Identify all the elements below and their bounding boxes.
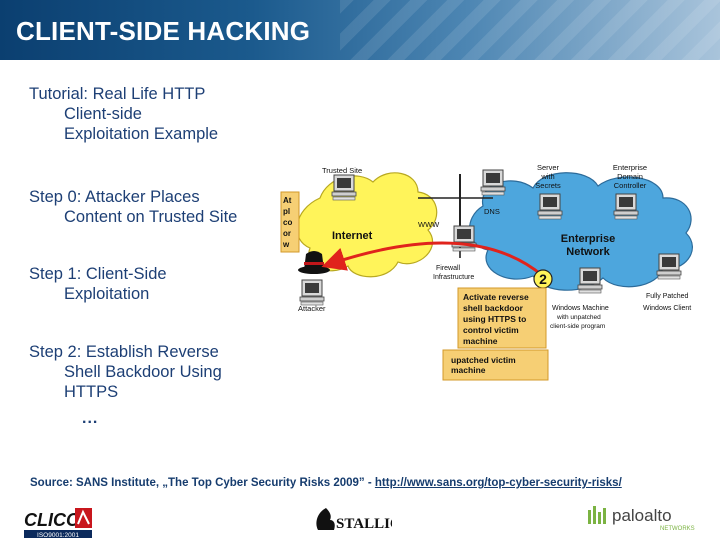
activate-line-1: Activate reverse — [463, 292, 529, 302]
internet-label: Internet — [332, 230, 373, 242]
stallion-logo: STALLION — [312, 502, 413, 536]
step-1-line-1: Step 1: Client-Side — [29, 265, 167, 283]
victim-callout — [442, 349, 549, 381]
victim-callout-line-1: upatched victim — [451, 355, 516, 365]
step-1-line-2: Exploitation — [64, 285, 150, 303]
source-link[interactable]: http://www.sans.org/top-cyber-security-r… — [374, 477, 622, 489]
step-0-text: Step 0: Attacker Places Content on Trust… — [29, 187, 237, 227]
svg-text:paloalto: paloalto — [612, 506, 672, 525]
trusted-site-computer — [331, 174, 357, 201]
dns-computer — [480, 169, 506, 196]
patched-label-2: Windows Client — [643, 305, 691, 312]
activate-line-2: shell backdoor — [463, 303, 524, 313]
dc-label-3: Controller — [614, 181, 647, 190]
attacker-computer — [299, 279, 325, 306]
paloalto-logo: paloalto NETWORKS — [586, 500, 696, 532]
activate-line-4: control victim — [463, 325, 519, 335]
www-label: WWW — [418, 220, 440, 229]
svg-text:NETWORKS: NETWORKS — [660, 526, 695, 532]
firewall-label-1: Firewall — [436, 265, 461, 272]
svg-text:ISO9001:2001: ISO9001:2001 — [37, 532, 79, 539]
attack-arrow — [321, 241, 544, 278]
step-2-line-3: HTTPS — [64, 383, 119, 401]
step-0-line-1: Step 0: Attacker Places — [29, 188, 200, 206]
truncated-line-5: w — [282, 240, 290, 249]
activate-line-5: machine — [463, 336, 498, 346]
windows-machine-label-1: Windows Machine — [552, 305, 609, 312]
svg-text:CLICO: CLICO — [24, 510, 80, 530]
trusted-site-label: Trusted Site — [322, 166, 362, 175]
domain-controller-computer — [613, 193, 639, 220]
title-bar: CLIENT-SIDE HACKING — [0, 0, 720, 60]
victim-callout-line-2: machine — [451, 365, 486, 375]
server-label-1: Server — [537, 163, 560, 172]
step-1-text: Step 1: Client-Side Exploitation — [29, 264, 167, 304]
truncated-callout — [280, 191, 300, 253]
truncated-line-3: co — [283, 218, 292, 227]
step-0-line-2: Content on Trusted Site — [64, 208, 238, 226]
firewall-computer — [451, 225, 477, 252]
dc-label-1: Enterprise — [613, 163, 647, 172]
svg-text:STALLION: STALLION — [336, 516, 392, 532]
truncated-line-4: or — [283, 229, 291, 238]
step-2-number: 2 — [539, 271, 547, 287]
page-title: CLIENT-SIDE HACKING — [16, 16, 311, 46]
ellipsis: ... — [82, 410, 99, 427]
patched-label-1: Fully Patched — [646, 293, 689, 300]
source-citation: Source: SANS Institute, „The Top Cyber S… — [30, 477, 622, 489]
activate-callout — [457, 287, 547, 349]
tutorial-heading: Tutorial: Real Life HTTP Client-side Exp… — [29, 84, 218, 144]
dns-label: DNS — [484, 207, 500, 216]
source-text: Source: SANS Institute, „The Top Cyber S… — [30, 477, 375, 489]
network-diagram: 2 upatched victim machine Activate rever… — [280, 163, 693, 381]
step-2-text: Step 2: Establish Reverse Shell Backdoor… — [29, 342, 222, 402]
tutorial-line-3: Exploitation Example — [64, 125, 219, 143]
activate-line-3: using HTTPS to — [463, 314, 526, 324]
tutorial-line-1: Tutorial: Real Life HTTP — [29, 85, 206, 103]
truncated-line-2: pl — [283, 207, 290, 216]
step-2-line-1: Step 2: Establish Reverse — [29, 343, 219, 361]
victim-computer — [577, 267, 603, 294]
server-label-3: Secrets — [535, 181, 561, 190]
enterprise-label-1: Enterprise — [561, 233, 615, 245]
clico-logo: CLICO ISO9001:2001 — [22, 505, 94, 539]
server-secrets-computer — [537, 193, 563, 220]
windows-machine-label-2: with unpatched — [556, 314, 601, 321]
server-label-2: with — [540, 172, 554, 181]
enterprise-label-2: Network — [566, 246, 610, 258]
enterprise-cloud — [469, 172, 693, 291]
tutorial-line-2: Client-side — [64, 105, 142, 123]
patched-client-computer — [656, 253, 682, 280]
firewall-label-2: Infrastructure — [433, 274, 474, 281]
windows-machine-label-3: client-side program — [550, 323, 605, 330]
dc-label-2: Domain — [617, 172, 643, 181]
truncated-line-1: At — [283, 196, 292, 205]
attacker-label: Attacker — [298, 304, 326, 313]
step-2-line-2: Shell Backdoor Using — [64, 363, 222, 381]
